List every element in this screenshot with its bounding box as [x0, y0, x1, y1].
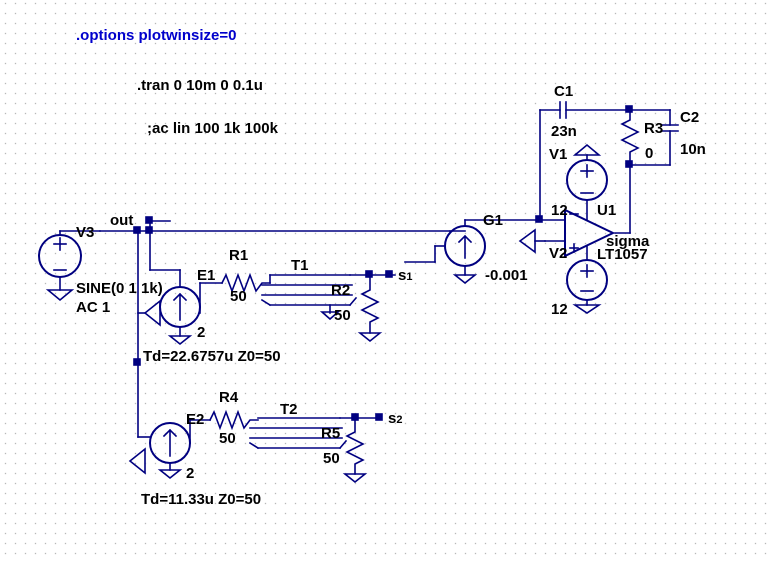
- c1-name-label: C1: [554, 83, 574, 100]
- v3-name-label: V3: [76, 224, 95, 241]
- v2-source-symbol[interactable]: [566, 259, 608, 314]
- r1-resistor-symbol[interactable]: [220, 272, 271, 294]
- e2-gain-label: 2: [186, 465, 195, 482]
- net-label-sigma: sigma: [606, 233, 650, 250]
- c2-capacitor-symbol[interactable]: [661, 124, 679, 132]
- r1-value-label: 50: [230, 288, 247, 305]
- u1-model-label: LT1057: [597, 246, 648, 263]
- e2-source-symbol[interactable]: [128, 419, 211, 480]
- t2-params-label: Td=11.33u Z0=50: [141, 491, 262, 508]
- r1-name-label: R1: [229, 247, 249, 264]
- net-label-out: out: [110, 212, 134, 229]
- r5-value-label: 50: [323, 450, 340, 467]
- v3-value-label: SINE(0 1 1k): [76, 280, 163, 297]
- v1-name-label: V1: [549, 146, 568, 163]
- u1-opamp-symbol[interactable]: [518, 199, 616, 261]
- options-directive[interactable]: .options plotwinsize=0: [76, 27, 237, 44]
- c1-capacitor-symbol[interactable]: [559, 101, 567, 119]
- r3-value-label: 0: [645, 145, 654, 162]
- c1-value-label: 23n: [551, 123, 577, 140]
- r5-resistor-symbol[interactable]: [342, 417, 368, 484]
- g1-current-source-symbol[interactable]: [404, 219, 541, 285]
- e2-name-label: E2: [186, 411, 205, 428]
- t2-transmission-line[interactable]: [248, 417, 381, 450]
- r5-name-label: R5: [321, 425, 341, 442]
- tran-directive[interactable]: .tran 0 10m 0 0.1u: [137, 77, 263, 94]
- e1-name-label: E1: [197, 267, 216, 284]
- v3-source-symbol[interactable]: [38, 230, 101, 302]
- t1-params-label: Td=22.6757u Z0=50: [143, 348, 281, 365]
- ac-directive-commented[interactable]: ;ac lin 100 1k 100k: [147, 120, 278, 137]
- r4-resistor-symbol[interactable]: [208, 409, 259, 431]
- e1-gain-label: 2: [197, 324, 206, 341]
- r4-name-label: R4: [219, 389, 239, 406]
- r3-name-label: R3: [644, 120, 664, 137]
- r2-resistor-symbol[interactable]: [319, 274, 383, 343]
- t1-name-label: T1: [291, 257, 309, 274]
- net-label-s1: s1: [398, 267, 413, 284]
- v2-value-label: 12: [551, 301, 568, 318]
- t2-name-label: T2: [280, 401, 298, 418]
- e1-source-symbol[interactable]: [137, 269, 223, 346]
- r2-value-label: 50: [334, 307, 351, 324]
- c2-name-label: C2: [680, 109, 700, 126]
- r3-resistor-symbol[interactable]: [620, 109, 640, 166]
- r2-name-label: R2: [331, 282, 351, 299]
- v1-source-symbol[interactable]: [566, 143, 608, 201]
- c2-value-label: 10n: [680, 141, 706, 158]
- net-label-s2: s2: [388, 410, 403, 427]
- g1-value-label: -0.001: [485, 267, 528, 284]
- v1-value-label: 12: [551, 202, 568, 219]
- v2-name-label: V2: [549, 245, 568, 262]
- r4-value-label: 50: [219, 430, 236, 447]
- v3-ac-label: AC 1: [76, 299, 111, 316]
- g1-name-label: G1: [483, 212, 504, 229]
- t1-transmission-line[interactable]: [260, 274, 371, 307]
- u1-name-label: U1: [597, 202, 617, 219]
